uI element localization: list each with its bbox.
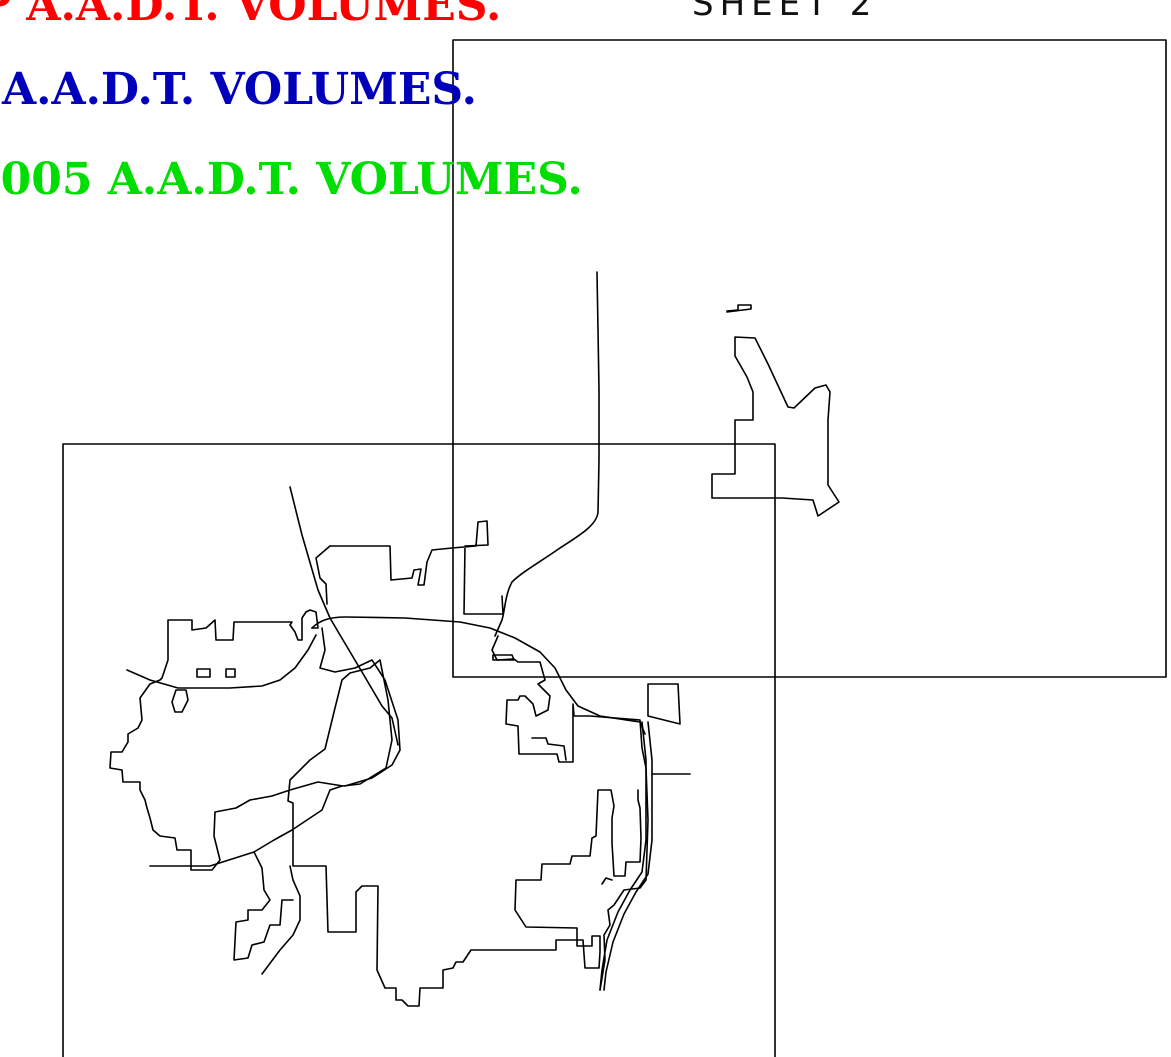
sheet-frame-2	[452, 39, 1167, 678]
road-southwest-spur	[261, 865, 301, 975]
parcel-east-large	[647, 683, 681, 725]
road-east-stub	[601, 877, 613, 885]
sheet-label: SHEET 2	[692, 0, 878, 24]
parcel-small-2	[225, 668, 236, 678]
highway-northwest	[289, 486, 399, 746]
parcel-east-small	[531, 737, 567, 761]
highway-east-b	[603, 721, 653, 991]
highway-east-a	[599, 721, 647, 991]
road-west	[126, 634, 317, 689]
road-southwest	[149, 785, 343, 867]
legend-entry-blue: A.A.D.T. VOLUMES.	[2, 64, 477, 115]
city-boundary	[109, 520, 649, 1007]
road-east-west	[311, 616, 646, 735]
parcel-small-1	[196, 668, 211, 678]
city-boundary-north	[315, 545, 331, 605]
parcel-north-small	[726, 304, 752, 313]
legend-entry-red: P A.A.D.T. VOLUMES.	[0, 0, 502, 31]
ring-road	[319, 627, 401, 787]
parcel-small-4	[492, 654, 515, 661]
sheet-frame-1	[62, 443, 776, 1057]
legend-entry-green: 2005 A.A.D.T. VOLUMES.	[0, 154, 583, 205]
parcel-small-3	[171, 689, 189, 713]
highway-north	[494, 271, 600, 637]
boundary-northeast	[711, 336, 840, 517]
boundary-southwest-district	[233, 851, 294, 961]
